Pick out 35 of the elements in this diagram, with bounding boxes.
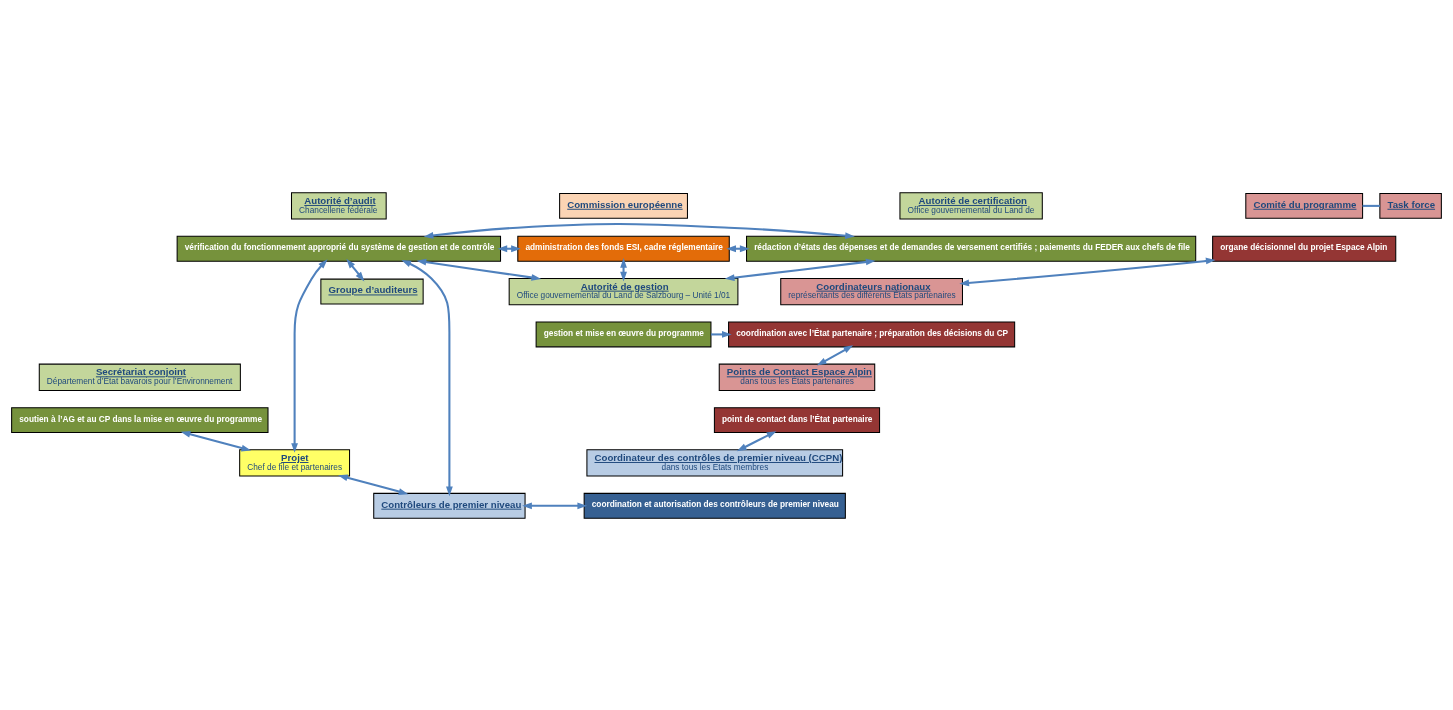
node-box: point de contact dans l’État partenaire	[713, 406, 881, 433]
arrow	[522, 501, 588, 509]
node-box: administration des fonds ESI, cadre réglementaire	[517, 235, 730, 262]
arrow	[816, 344, 854, 366]
node-box: Coordinateurs nationaux représentants des différents États partenaires	[780, 277, 963, 305]
arrow	[959, 257, 1216, 286]
node-box: Projet Chef de file et partenaires	[239, 448, 351, 477]
node-box: Comité du programme	[1245, 192, 1364, 219]
arrow	[711, 330, 732, 338]
node-box: Autorité d’audit Chancellerie fédérale	[291, 191, 387, 220]
node-box: Task force	[1379, 192, 1442, 219]
node-box: organe décisionnel du projet Espace Alpin	[1212, 235, 1397, 262]
node-box: Autorité de gestion Office gouvernemental du Land de Salzbourg – Unité 1/01	[508, 277, 739, 305]
arrow	[401, 259, 453, 496]
arrow	[291, 258, 328, 453]
node-box: coordination avec l’État partenaire ; préparation des décisions du CP	[728, 320, 1016, 347]
arrow	[416, 258, 542, 281]
arrow	[423, 222, 855, 239]
node-box: coordination et autorisation des contrôleurs de premier niveau	[583, 492, 846, 519]
arrow	[338, 474, 409, 495]
node-box: Autorité de certification Office gouvernemental du Land de	[899, 191, 1043, 220]
arrow	[724, 258, 876, 281]
node-box: Points de Contact Espace Alpin dans tous les États partenaires	[718, 363, 876, 391]
arrow	[736, 430, 777, 451]
node-box: soutien à l’AG et au CP dans la mise en œuvre du programme	[11, 406, 269, 433]
arrow	[346, 258, 365, 281]
arrow	[180, 430, 252, 451]
connector	[1362, 204, 1380, 207]
node-box: Contrôleurs de premier niveau	[373, 492, 526, 519]
node-box: rédaction d’états des dépenses et de demandes de versement certifiés ; paiements du FEDER aux chefs de file	[746, 235, 1197, 262]
node-box: gestion et mise en œuvre du programme	[535, 320, 712, 347]
node-box: Secrétariat conjoint Département d’État bavarois pour l’Environnement	[38, 363, 241, 391]
node-box: Commission européenne	[559, 192, 688, 219]
node-box: vérification du fonctionnement approprié du système de gestion et de contrôle	[176, 235, 502, 262]
node-box: Groupe d’auditeurs	[320, 278, 424, 305]
